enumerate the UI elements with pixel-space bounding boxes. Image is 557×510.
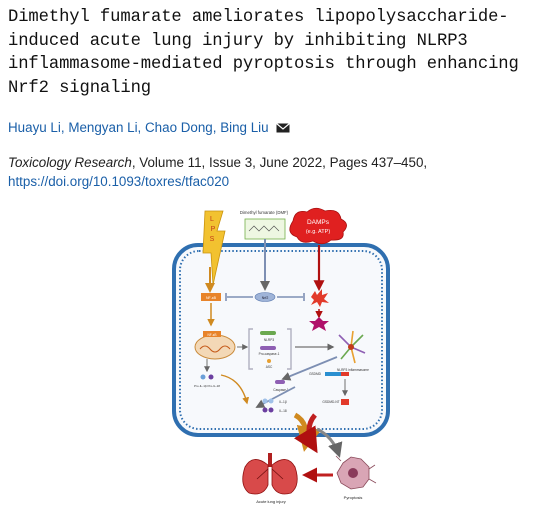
gsdmd-shape xyxy=(325,372,341,376)
il18-label: IL-18 xyxy=(279,409,286,413)
pro-il1b-dot xyxy=(200,374,206,380)
nfkb-label-1: NF-κB xyxy=(206,296,217,300)
citation: Toxicology Research, Volume 11, Issue 3,… xyxy=(8,153,427,191)
lps-letter-s: S xyxy=(210,236,215,243)
inflammasome-label: NLRP3 inflammasome xyxy=(337,368,369,372)
lungs-icon xyxy=(242,453,298,495)
title-line-3[interactable]: inflammasome-mediated pyroptosis through… xyxy=(8,55,519,74)
caspase-label: Caspase-1 xyxy=(273,388,289,392)
caspase-activation-arrow xyxy=(281,356,338,381)
journal-name: Toxicology Research xyxy=(8,155,132,170)
author-list: Huayu Li, Mengyan Li, Chao Dong, Bing Li… xyxy=(8,120,291,136)
nlrp3-shape xyxy=(260,331,276,335)
il1b-dot-1 xyxy=(262,398,268,404)
nfkb-box-2 xyxy=(203,331,221,337)
il18-dot-1 xyxy=(262,407,268,413)
nrf2-label: Nrf2 xyxy=(262,296,269,300)
asc-label: ASC xyxy=(266,365,273,369)
pro-il-label: Pro-IL-1β Pro-IL-18 xyxy=(194,384,220,388)
inflammasome-icon xyxy=(338,330,366,364)
il1b-dot-2 xyxy=(268,398,274,404)
dna-icon xyxy=(199,345,231,353)
graphical-abstract[interactable]: L P S Dimethyl fumarate (DMF) DAMPs (e.g… xyxy=(165,207,397,505)
lps-lightning-icon xyxy=(202,210,226,286)
bracket-right xyxy=(287,328,292,370)
title-line-1[interactable]: Dimethyl fumarate ameliorates lipopolysa… xyxy=(8,8,509,27)
nfkb-box-1 xyxy=(201,293,221,301)
damps-cloud-icon xyxy=(289,207,347,245)
ros-burst-icon xyxy=(311,289,329,307)
bracket-left xyxy=(248,328,253,370)
nfkb-label-2: NF-κB xyxy=(207,333,216,337)
article-title[interactable]: Dimethyl fumarate ameliorates lipopolysa… xyxy=(8,6,553,100)
pyroptosis-label: Pyroptosis xyxy=(344,495,363,500)
il18-dot-2 xyxy=(268,407,274,413)
author-link-3[interactable]: Chao Dong xyxy=(145,120,213,135)
cell-membrane-inner xyxy=(179,250,383,430)
pore-release-arrow xyxy=(293,413,318,454)
pro-caspase-shape xyxy=(260,346,276,350)
pro-il-maturation-arrow xyxy=(220,374,250,405)
envelope-icon[interactable] xyxy=(276,121,291,136)
dmf-label: Dimethyl fumarate (DMF) xyxy=(240,210,289,215)
txnip-star-icon xyxy=(309,317,329,331)
damps-label: DAMPs xyxy=(307,219,330,226)
gsdmd-label: GSDMD xyxy=(309,372,322,376)
dmf-structure-icon xyxy=(248,225,280,232)
caspase-shape xyxy=(275,380,285,384)
author-link-2[interactable]: Mengyan Li xyxy=(68,120,138,135)
asc-shape xyxy=(267,359,271,363)
lps-letter-p: P xyxy=(211,226,216,233)
journal-details: , Volume 11, Issue 3, June 2022, Pages 4… xyxy=(131,155,428,170)
cell-membrane-outer xyxy=(172,243,390,437)
cleave-il-arrow xyxy=(255,386,296,408)
lps-letter-l: L xyxy=(210,216,214,223)
nrf2-node xyxy=(254,292,276,302)
gsdmd-pore-shape xyxy=(341,399,349,405)
gsdmd-nt-shape xyxy=(341,372,349,376)
title-line-2[interactable]: induced acute lung injury by inhibiting … xyxy=(8,31,468,51)
pyroptosis-arrow xyxy=(316,427,343,458)
acute-lung-injury-label: Acute lung injury xyxy=(256,499,286,504)
gsdmd-nt-label: GSDMD-NT xyxy=(322,400,339,404)
pyroptotic-cell-icon xyxy=(335,455,377,490)
author-link-1[interactable]: Huayu Li xyxy=(8,120,61,135)
title-line-4[interactable]: Nrf2 signaling xyxy=(8,78,151,98)
il1b-label: IL-1β xyxy=(279,400,286,404)
nucleus xyxy=(194,334,236,360)
author-link-4[interactable]: Bing Liu xyxy=(220,120,269,135)
pro-caspase-label: Pro-caspase-1 xyxy=(259,352,280,356)
pro-il18-dot xyxy=(208,374,214,380)
damps-example: (e.g. ATP) xyxy=(306,229,331,235)
doi-link[interactable]: https://doi.org/10.1093/toxres/tfac020 xyxy=(8,174,230,189)
nlrp3-label: NLRP3 xyxy=(264,338,275,342)
